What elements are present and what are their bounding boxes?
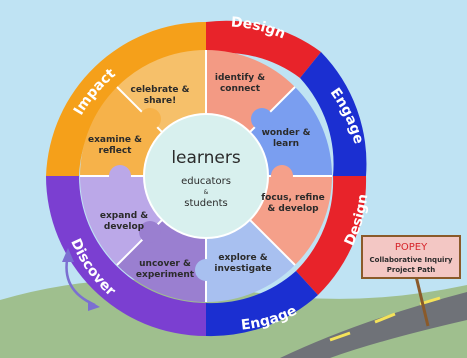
puzzle-knob (195, 259, 217, 281)
arrow-head-icon (88, 300, 100, 311)
segment-label-explore-2: investigate (214, 264, 271, 274)
outer-ring (46, 20, 367, 337)
road (280, 292, 467, 358)
puzzle-knob (251, 108, 273, 130)
ring-segment-engage-right (300, 52, 367, 176)
signpost: POPEY Collaborative Inquiry Project Path (361, 235, 461, 327)
arrow-head-icon (62, 248, 74, 262)
segment-label-identify-1: identify & (215, 73, 265, 83)
puzzle-knob (139, 221, 161, 243)
center-line2: students (184, 198, 227, 209)
segment-label-explore-1: explore & (218, 253, 267, 263)
center-title: learners (171, 148, 241, 168)
sign-board (361, 235, 461, 279)
segment-label-examine-2: reflect (99, 146, 133, 156)
sign-line1: Collaborative Inquiry (370, 256, 453, 264)
segment-label-expand-2: develop (104, 222, 145, 232)
ring-segment-impact (46, 21, 206, 176)
segment-label-identify-2: connect (220, 84, 261, 94)
center-line1: educators (181, 176, 231, 187)
ring-segment-discover (46, 176, 206, 336)
segment-label-wonder-2: learn (273, 139, 299, 149)
ring-segment-engage-bottom (206, 271, 318, 337)
center-circle (143, 113, 269, 239)
segment-label-uncover-1: uncover & (139, 259, 191, 269)
sign-title: POPEY (395, 242, 428, 253)
segment-label-celebrate-2: share! (144, 96, 176, 106)
ring-segment-design-top (206, 20, 321, 78)
puzzle-knob (109, 165, 131, 187)
segment-label-focus-1: focus, refine (261, 193, 324, 203)
ring-segment-design-right (296, 176, 367, 295)
segment-label-examine-1: examine & (88, 135, 142, 145)
segment-label-wonder-1: wonder & (262, 128, 311, 138)
sign-pole (413, 271, 430, 327)
center-amp: & (204, 189, 209, 196)
sign-line2: Project Path (387, 266, 435, 274)
segment-label-celebrate-1: celebrate & (131, 85, 190, 95)
segment-label-expand-1: expand & (100, 211, 148, 221)
segment-label-focus-2: & develop (267, 204, 319, 214)
segment-label-uncover-2: experiment (136, 270, 195, 280)
puzzle-knob (271, 165, 293, 187)
puzzle-knob (139, 108, 161, 130)
